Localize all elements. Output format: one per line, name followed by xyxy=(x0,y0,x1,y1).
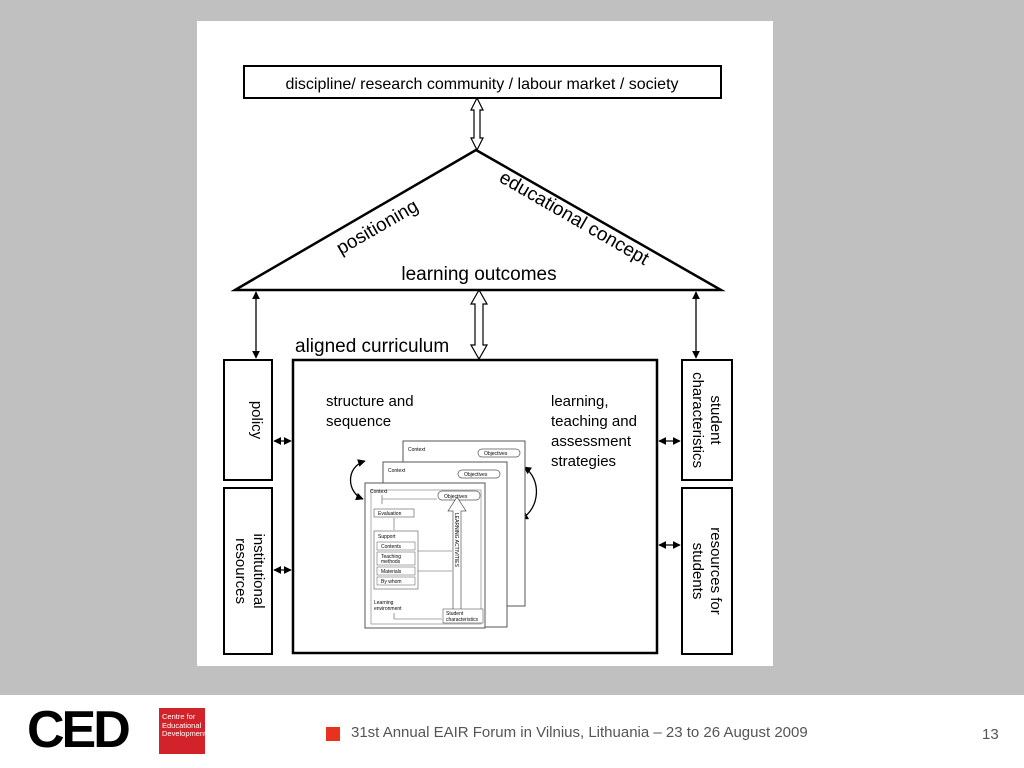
mini-learning-env-2: environment xyxy=(374,606,402,612)
student-char-label-1: student xyxy=(707,395,724,445)
ced-box-line-2: Educational xyxy=(162,720,202,730)
mini-student-char-1: Student xyxy=(446,611,464,617)
student-char-label-2: characteristics xyxy=(689,372,706,468)
aligned-curriculum-title: aligned curriculum xyxy=(295,336,449,357)
resources-for-students-box xyxy=(681,487,733,655)
student-characteristics-box xyxy=(681,359,733,481)
mini-student-char-2: characteristics xyxy=(446,617,478,623)
strategies-label-4: strategies xyxy=(551,453,616,470)
resources-label-1: resources for xyxy=(707,527,724,615)
top-box-label: discipline/ research community / labour … xyxy=(285,76,678,93)
strategies-label-2: teaching and xyxy=(551,413,637,430)
footer-bullet-icon xyxy=(326,727,340,741)
mini-support: Support xyxy=(378,534,396,540)
roof-triangle xyxy=(230,148,726,292)
mini-middle-objectives: Objectives xyxy=(464,472,488,478)
structure-label-1: structure and xyxy=(326,393,414,410)
roof-base-label: learning outcomes xyxy=(401,264,556,285)
top-box xyxy=(243,65,722,99)
mini-teaching-2: methods xyxy=(381,559,401,565)
mini-sheet-front: Context Objectives Evaluation Support Co… xyxy=(364,482,486,629)
double-arrow-top xyxy=(470,96,484,152)
page-number: 13 xyxy=(982,726,999,743)
institutional-resources-box xyxy=(223,487,273,655)
mini-back-objectives: Objectives xyxy=(484,451,508,457)
policy-box xyxy=(223,359,273,481)
mini-bywhom: By whom xyxy=(381,579,402,585)
policy-label: policy xyxy=(248,401,265,440)
resources-label-2: students xyxy=(689,543,706,600)
mini-learning-activities: LEARNING ACTIVITIES xyxy=(453,513,459,568)
mini-front-objectives: Objectives xyxy=(444,494,468,500)
institutional-label-1: institutional xyxy=(250,533,267,608)
institutional-label-2: resources xyxy=(232,538,249,604)
curved-arrow-left xyxy=(350,459,366,501)
strategies-label-1: learning, xyxy=(551,393,609,410)
mini-teaching-1: Teaching xyxy=(381,554,401,560)
mini-back-context: Context xyxy=(408,447,426,453)
curved-arrow-right xyxy=(520,466,538,520)
mini-front-context: Context xyxy=(370,489,388,495)
ced-logo-box: Centre for Educational Development xyxy=(159,708,207,754)
ced-box-line-3: Development xyxy=(162,729,207,738)
mini-materials: Materials xyxy=(381,569,402,575)
mini-evaluation: Evaluation xyxy=(378,511,402,517)
structure-label-2: sequence xyxy=(326,413,391,430)
curriculum-diagram: discipline/ research community / labour … xyxy=(223,65,733,655)
mini-middle-context: Context xyxy=(388,468,406,474)
strategies-label-3: assessment xyxy=(551,433,632,450)
mini-contents: Contents xyxy=(381,544,402,550)
diagram-figure: discipline/ research community / labour … xyxy=(197,21,773,666)
ced-logo-text: CED xyxy=(27,701,131,759)
mini-learning-env-1: Learning xyxy=(374,600,394,606)
double-arrow-middle xyxy=(469,288,489,361)
footer-event-text: 31st Annual EAIR Forum in Vilnius, Lithu… xyxy=(351,724,808,741)
ced-box-line-1: Centre for xyxy=(162,712,196,721)
